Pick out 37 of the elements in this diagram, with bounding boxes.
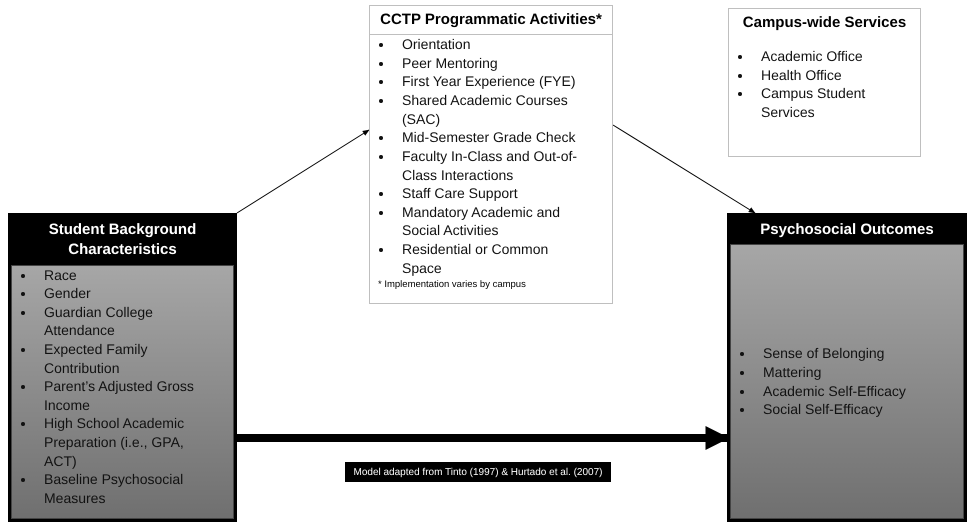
list-item: Mandatory Academic and Social Activities [370,202,612,240]
box-heading: Psychosocial Outcomes [759,220,935,240]
list-item: Sense of Belonging [731,344,963,364]
list-item: First Year Experience (FYE) [370,72,612,92]
list-item: Shared Academic Courses (SAC) [370,91,612,128]
box-heading: CCTP Programmatic Activities* [370,6,612,36]
list-item: Academic Office [729,47,920,66]
outcomes-box [727,213,967,522]
arrow [237,426,730,450]
list-item: Parent’s Adjusted Gross Income [12,377,233,414]
list-item: Expected Family Contribution [12,340,233,378]
list-item: Faculty In-Class and Out-of-Class Interactions [370,146,612,184]
services-box [728,8,921,157]
list-item: Staff Care Support [370,184,612,203]
list-item: Orientation [370,35,612,54]
list-item: Social Self-Efficacy [731,400,963,419]
list-item: Peer Mentoring [370,54,612,72]
footnote: * Implementation varies by campus [377,278,527,292]
list-item: Health Office [729,66,920,84]
list-item: Campus Student Services [729,84,920,122]
caption-text: Model adapted from Tinto (1997) & Hurtado et al. (2007) [353,466,603,478]
box-heading: Campus-wide Services [742,13,908,33]
list-item: Guardian College Attendance [12,302,233,340]
list-item: Baseline Psychosocial Measures [12,470,233,508]
arrow [612,124,756,214]
arrow [236,130,370,214]
list-item: Residential or Common Space [370,240,612,278]
box-heading: Student Background Characteristics [48,220,198,260]
list-item: Gender [12,284,233,303]
characteristics-box [8,213,237,522]
list-item: Mattering [731,363,963,382]
list-item: Race [12,266,233,284]
activities-box [369,5,613,304]
list-item: Academic Self-Efficacy [731,382,963,400]
list-item: Mid-Semester Grade Check [370,128,612,147]
caption-box [345,462,611,482]
list-item: High School Academic Preparation (i.e., GPA, ACT) [12,414,233,470]
